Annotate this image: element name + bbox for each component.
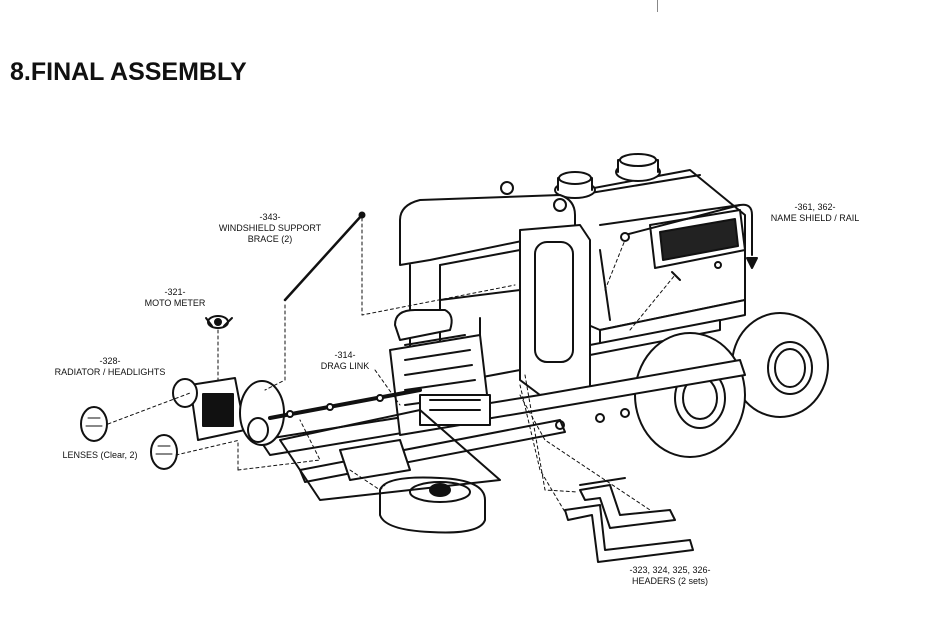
leader-lines <box>107 217 676 513</box>
headers <box>564 477 694 563</box>
callout-number: -321- <box>164 287 186 297</box>
callout-text: WINDSHIELD SUPPORT <box>218 223 322 233</box>
front-axle <box>279 409 501 501</box>
callout-text: LENSES (Clear, 2) <box>62 450 138 460</box>
callout-text: BRACE (2) <box>247 234 293 244</box>
callout-number: -343- <box>259 212 281 222</box>
callout-number: -361, 362- <box>794 202 836 212</box>
rear-wheel-outer <box>731 312 829 418</box>
tank-cap-right <box>615 153 661 182</box>
callout-text: RADIATOR / HEADLIGHTS <box>54 367 166 377</box>
callout-lenses: LENSES (Clear, 2) <box>50 450 150 461</box>
moto-meter <box>205 315 233 329</box>
callout-headers: -323, 324, 325, 326- HEADERS (2 sets) <box>615 565 725 587</box>
name-shield <box>620 203 758 281</box>
lens-right <box>150 434 178 470</box>
callout-name-shield: -361, 362- NAME SHIELD / RAIL <box>760 202 870 224</box>
callout-number: -314- <box>334 350 356 360</box>
drag-link <box>268 388 422 420</box>
callout-moto-meter: -321- MOTO METER <box>130 287 220 309</box>
engine <box>389 309 491 436</box>
rear-wheel-inner <box>634 332 746 458</box>
callout-text: HEADERS (2 sets) <box>631 576 709 586</box>
callout-windshield-brace: -343- WINDSHIELD SUPPORT BRACE (2) <box>205 212 335 245</box>
front-wheel <box>379 476 486 534</box>
callout-drag-link: -314- DRAG LINK <box>310 350 380 372</box>
callout-text: NAME SHIELD / RAIL <box>770 213 860 223</box>
lens-left <box>80 406 108 442</box>
callout-text: MOTO METER <box>144 298 206 308</box>
callout-text: DRAG LINK <box>320 361 370 371</box>
radiator-assembly <box>172 377 285 446</box>
callout-number: -323, 324, 325, 326- <box>629 565 711 575</box>
tank-cap-left <box>554 171 596 199</box>
fold-mark <box>657 0 658 12</box>
page-title: 8.FINAL ASSEMBLY <box>10 58 247 86</box>
callout-number: -328- <box>99 356 121 366</box>
callout-radiator-headlights: -328- RADIATOR / HEADLIGHTS <box>45 356 175 378</box>
